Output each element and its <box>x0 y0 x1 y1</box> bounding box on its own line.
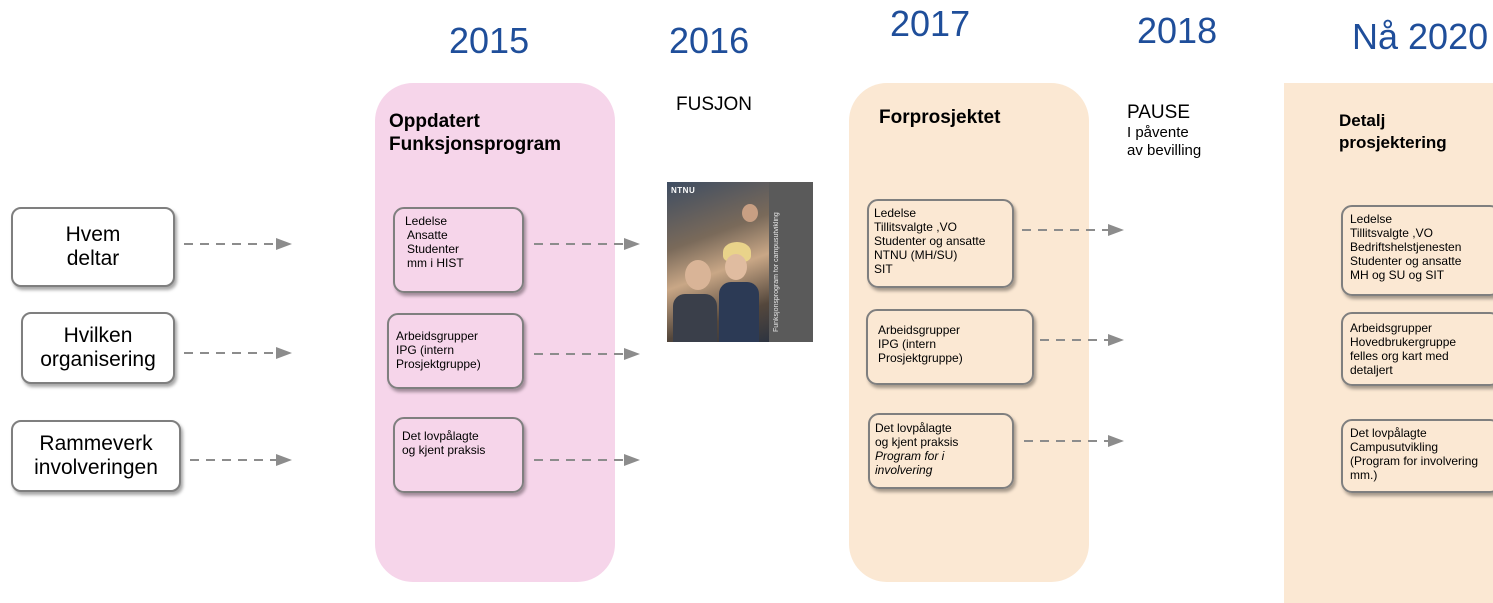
cover-figure <box>725 254 747 280</box>
column-2015 <box>375 83 615 582</box>
arrow-organisation <box>184 347 292 359</box>
cover-figure <box>673 294 717 342</box>
box-2015-participants: Ledelse Ansatte Studenter mm i HIST <box>393 207 524 293</box>
box-2017-participants: Ledelse Tillitsvalgte ,VO Studenter og a… <box>867 199 1014 288</box>
cover-spine-text: Funksjonsprogram for campusutvikling <box>773 212 780 332</box>
box-line: og kjent praksis <box>875 435 959 449</box>
box-line: Det lovpålagte <box>875 421 952 435</box>
cover-figure <box>742 204 758 222</box>
arrow-2015-framework <box>534 454 640 466</box>
box-line: MH og SU og SIT <box>1350 268 1445 282</box>
box-2020-framework: Det lovpålagte Campusutvikling (Program … <box>1341 419 1493 493</box>
column-2020-title: Detalj prosjektering <box>1339 110 1447 154</box>
box-line: Ledelse <box>1350 212 1393 226</box>
title-line: prosjektering <box>1339 133 1447 152</box>
cover-figure <box>685 260 711 290</box>
arrow-2017-participants <box>1022 224 1124 236</box>
box-2020-participants: Ledelse Tillitsvalgte ,VO Bedriftshelstj… <box>1341 205 1493 296</box>
column-2015-title: Oppdatert Funksjonsprogram <box>389 110 561 156</box>
label-fusjon-text: FUSJON <box>676 94 752 115</box>
left-box-organisation: Hvilken organisering <box>21 312 175 384</box>
box-line: Ansatte <box>407 228 448 242</box>
column-2017-title: Forprosjektet <box>879 107 1001 128</box>
label-pause: PAUSE I påvente av bevilling <box>1127 102 1201 160</box>
box-line: Campusutvikling <box>1350 440 1439 454</box>
box-line: Arbeidsgrupper <box>878 323 961 337</box>
year-2017: 2017 <box>890 3 971 44</box>
box-line: Tillitsvalgte ,VO <box>1350 226 1433 240</box>
left-box-who: Hvem deltar <box>11 207 175 287</box>
box-line: Ledelse <box>405 214 448 228</box>
box-line: Ledelse <box>874 206 917 220</box>
box-line: Tillitsvalgte ,VO <box>874 220 957 234</box>
box-line: Det lovpålagte <box>402 429 479 443</box>
box-line: SIT <box>874 262 893 276</box>
box-2020-organisation: Arbeidsgrupper Hovedbrukergruppe felles … <box>1341 312 1493 386</box>
year-2020-now: Nå 2020 <box>1352 16 1489 57</box>
program-cover-image: NTNU Funksjonsprogram for campusutviklin… <box>667 182 813 342</box>
year-2015: 2015 <box>449 20 530 61</box>
box-line: Studenter og ansatte <box>874 234 986 248</box>
box-line: IPG (intern <box>878 337 937 351</box>
arrow-2015-participants <box>534 238 640 250</box>
box-line: Studenter <box>407 242 460 256</box>
box-line: felles org kart med <box>1350 349 1449 363</box>
arrow-2017-organisation <box>1040 334 1124 346</box>
column-2017 <box>849 83 1089 582</box>
left-box-framework: Rammeverk involveringen <box>11 420 181 492</box>
label-fusjon: FUSJON <box>676 94 752 116</box>
box-2015-organisation: Arbeidsgrupper IPG (intern Prosjektgrupp… <box>387 313 524 389</box>
box-line: Program for i <box>875 449 945 463</box>
box-line: Arbeidsgrupper <box>1350 321 1433 335</box>
title-line: Oppdatert <box>389 111 480 132</box>
arrow-2015-organisation <box>534 348 640 360</box>
box-line: detaljert <box>1350 363 1393 377</box>
arrow-framework <box>190 454 292 466</box>
box-line: IPG (intern <box>396 343 455 357</box>
title-line: Funksjonsprogram <box>389 134 562 155</box>
box-line: involvering <box>875 463 933 477</box>
left-box-line: Rammeverk <box>39 432 153 455</box>
box-line: og kjent praksis <box>402 443 486 457</box>
arrow-who <box>184 238 292 250</box>
left-box-line: Hvilken <box>63 324 133 347</box>
box-2015-framework: Det lovpålagte og kjent praksis <box>393 417 524 493</box>
column-2020 <box>1284 83 1493 603</box>
year-2016: 2016 <box>669 20 750 61</box>
label-pause-sub: av bevilling <box>1127 142 1202 159</box>
box-line: Det lovpålagte <box>1350 426 1427 440</box>
year-2018: 2018 <box>1137 10 1218 51</box>
box-line: (Program for involvering <box>1350 454 1479 468</box>
box-line: Hovedbrukergruppe <box>1350 335 1457 349</box>
box-2017-framework: Det lovpålagte og kjent praksis Program … <box>868 413 1014 489</box>
box-line: Prosjektgruppe) <box>878 351 963 365</box>
left-box-line: deltar <box>66 247 120 270</box>
left-box-line: organisering <box>40 348 156 371</box>
cover-logo: NTNU <box>671 186 696 195</box>
label-pause-text: PAUSE <box>1127 102 1191 123</box>
left-box-line: involveringen <box>34 456 158 479</box>
cover-figure <box>719 282 759 342</box>
box-line: mm.) <box>1350 468 1378 482</box>
box-line: NTNU (MH/SU) <box>874 248 958 262</box>
title-line: Detalj <box>1339 111 1386 130</box>
arrow-2017-framework <box>1024 435 1124 447</box>
box-line: Arbeidsgrupper <box>396 329 479 343</box>
left-box-line: Hvem <box>65 223 121 246</box>
box-line: Studenter og ansatte <box>1350 254 1462 268</box>
box-line: Bedriftshelstjenesten <box>1350 240 1462 254</box>
box-line: mm i HIST <box>407 256 464 270</box>
label-pause-sub: I påvente <box>1127 124 1189 141</box>
box-2017-organisation: Arbeidsgrupper IPG (intern Prosjektgrupp… <box>866 309 1034 385</box>
box-line: Prosjektgruppe) <box>396 357 481 371</box>
